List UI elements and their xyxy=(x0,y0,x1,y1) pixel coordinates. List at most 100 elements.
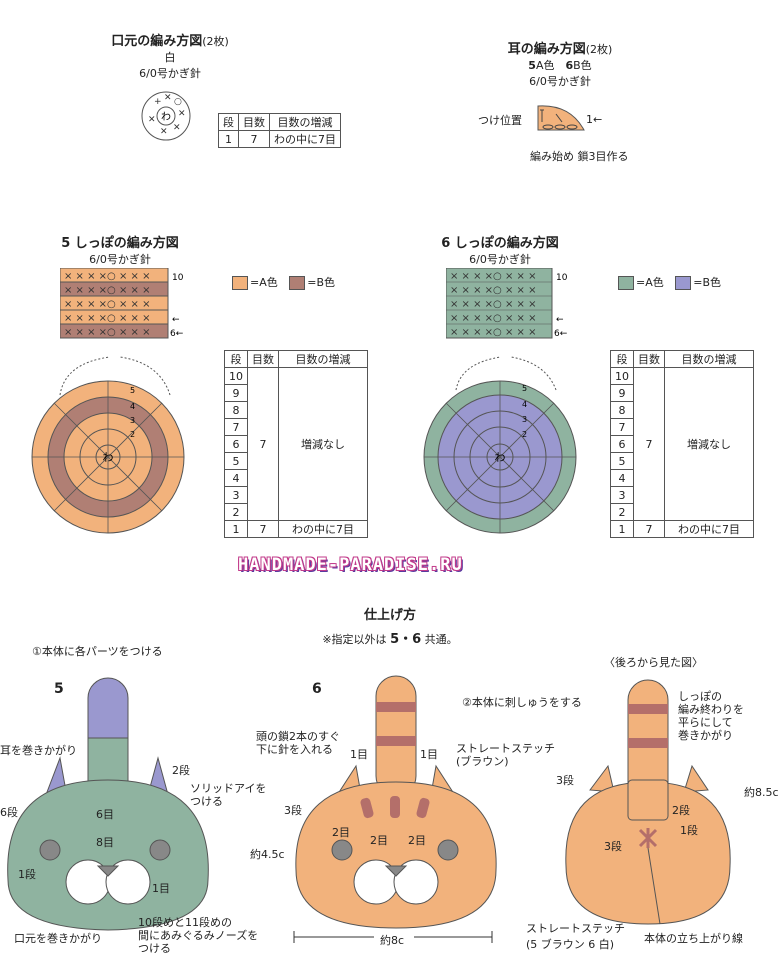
legend-swatch-b xyxy=(675,276,692,290)
svg-text:× × × ×○ × × ×: × × × ×○ × × × xyxy=(64,327,150,338)
svg-text:× × × ×○ × × ×: × × × ×○ × × × xyxy=(64,285,150,296)
svg-text:2: 2 xyxy=(522,430,527,439)
tail6-row10: 10 xyxy=(556,273,568,283)
finish-title: 仕上げ方 xyxy=(363,608,416,623)
cat5-mouth-label: 口元を巻きかがり xyxy=(14,932,102,945)
cat5-illustration xyxy=(7,677,209,931)
finish-note: ※指定以外は 5・6 共通。 xyxy=(322,632,458,647)
cat6-st2c: 2目 xyxy=(408,834,426,847)
cat5-st1: 1目 xyxy=(152,882,170,895)
ear-attach-label: つけ位置 xyxy=(478,114,522,127)
table-row: 段目数目数の増減 xyxy=(610,350,754,368)
tail5-hook: 6/0号かぎ針 xyxy=(89,253,151,266)
tail6-title: しっぽの編み方図 xyxy=(454,236,559,251)
mouth-table: 段 目数 目数の増減 1 7 わの中に7目 xyxy=(218,113,341,148)
cat5-nose-label: 10段めと11段めの 間にあみぐるみノーズを つける xyxy=(138,916,259,955)
ear-start-label: 編み始め 鎖3目作る xyxy=(530,150,629,163)
cat6-height: 約4.5c xyxy=(250,848,285,861)
svg-text:× × × ×○ × × ×: × × × ×○ × × × xyxy=(64,313,150,324)
svg-text:× × × ×○ × × ×: × × × ×○ × × × xyxy=(450,327,536,338)
tail5-legend: =A色 =B色 xyxy=(232,274,335,290)
svg-text:3: 3 xyxy=(130,416,135,425)
legend-swatch-b xyxy=(289,276,306,290)
tail6-arrow: ← xyxy=(556,315,564,325)
cat6-st2b: 2目 xyxy=(370,834,388,847)
back-base-label: 本体の立ち上がり線 xyxy=(644,932,743,945)
mouth-count: (2枚) xyxy=(202,35,229,48)
legend-swatch-a xyxy=(232,276,248,290)
cat5-row1: 1段 xyxy=(18,868,36,881)
step2-label: ②本体に刺しゅうをする xyxy=(462,696,582,709)
svg-text:3: 3 xyxy=(522,415,527,424)
cat6-st2a: 2目 xyxy=(332,826,350,839)
table-row: 1 7 わの中に7目 xyxy=(218,130,341,148)
back-stitch-colors: (5 ブラウン 6 白) xyxy=(526,938,615,951)
mouth-hook: 6/0号かぎ針 xyxy=(139,67,201,80)
step1-label: ①本体に各パーツをつける xyxy=(32,645,163,658)
cat-back-illustration xyxy=(565,679,731,925)
ear-diagram xyxy=(537,105,585,131)
tail5-row6: 6← xyxy=(170,329,184,339)
svg-text:✕: ✕ xyxy=(178,109,186,119)
svg-text:× × × ×○ × × ×: × × × ×○ × × × xyxy=(450,271,536,282)
tail5-ring: わ xyxy=(103,451,114,464)
svg-text:2: 2 xyxy=(130,430,135,439)
table-row: 段目数目数の増減 xyxy=(224,350,368,368)
tail5-row10: 10 xyxy=(172,273,184,283)
svg-text:+: + xyxy=(154,97,162,107)
tail6-hook: 6/0号かぎ針 xyxy=(469,253,531,266)
svg-text:✕: ✕ xyxy=(173,123,181,133)
cat5-row6: 6段 xyxy=(0,806,18,819)
tail6-circle: わ 5 4 3 2 xyxy=(423,356,577,534)
watermark-text: HANDMADE-PARADISE.RU xyxy=(238,555,463,575)
back-row1: 1段 xyxy=(680,824,698,837)
cat5-st6: 6目 xyxy=(96,808,114,821)
tail6-row5: 5 xyxy=(522,384,527,393)
svg-text:○: ○ xyxy=(174,97,182,107)
cat6-st1a: 1目 xyxy=(350,748,368,761)
cat6-width-arrow xyxy=(293,931,493,943)
cat6-row3: 3段 xyxy=(284,804,302,817)
tail5-arrow: ← xyxy=(172,315,180,325)
mouth-title: 口元の編み方図 xyxy=(111,34,203,49)
cat5-num: 5 xyxy=(54,681,64,697)
tail6-legend: =A色 =B色 xyxy=(618,274,721,290)
svg-text:✕: ✕ xyxy=(164,93,172,103)
ear-title: 耳の編み方図 xyxy=(507,42,586,57)
back-tail-label: しっぽの 編み終わりを 平らにして 巻きかがり xyxy=(678,690,744,742)
back-row3: 3段 xyxy=(556,774,574,787)
tail5-title: しっぽの編み方図 xyxy=(74,236,179,251)
mouth-color: 白 xyxy=(164,51,176,64)
cat5-st8: 8目 xyxy=(96,836,114,849)
mouth-header: 口元の編み方図(2枚) 白 6/0号かぎ針 xyxy=(90,30,250,81)
tail6-grid: × × × ×○ × × × × × × ×○ × × × × × × ×○ ×… xyxy=(446,268,568,339)
cat5-row2: 2段 xyxy=(172,764,190,777)
ear-header: 耳の編み方図(2枚) 5A色 6B色 6/0号かぎ針 xyxy=(480,38,640,89)
svg-text:✕: ✕ xyxy=(160,127,168,137)
tail6-row6: 6← xyxy=(554,329,568,339)
back-stitch-label: ストレートステッチ xyxy=(526,922,625,935)
tail5-row5: 5 xyxy=(130,386,135,395)
cat6-needle-label: 頭の鎖2本のすぐ 下に針を入れる xyxy=(256,730,340,756)
svg-text:× × × ×○ × × ×: × × × ×○ × × × xyxy=(450,285,536,296)
tail6-header: 6 しっぽの編み方図 6/0号かぎ針 xyxy=(420,232,580,267)
back-row3b: 3段 xyxy=(604,840,622,853)
ear-row-marker: 1← xyxy=(586,113,603,126)
back-height: 約8.5c xyxy=(744,786,779,799)
cat6-illustration xyxy=(295,675,497,929)
svg-text:4: 4 xyxy=(130,402,135,411)
cat6-st1b: 1目 xyxy=(420,748,438,761)
mouth-diagram: わ +✕○ ✕✕✕✕ xyxy=(141,91,191,141)
cat6-stitch-label: ストレートステッチ (ブラウン) xyxy=(456,742,555,768)
cat5-eye-label: ソリッドアイを つける xyxy=(190,782,267,808)
ear-hook: 6/0号かぎ針 xyxy=(529,75,591,88)
svg-text:× × × ×○ × × ×: × × × ×○ × × × xyxy=(450,313,536,324)
cat6-num: 6 xyxy=(312,681,322,697)
legend-swatch-a xyxy=(618,276,634,290)
tail6-ring: わ xyxy=(495,451,506,464)
